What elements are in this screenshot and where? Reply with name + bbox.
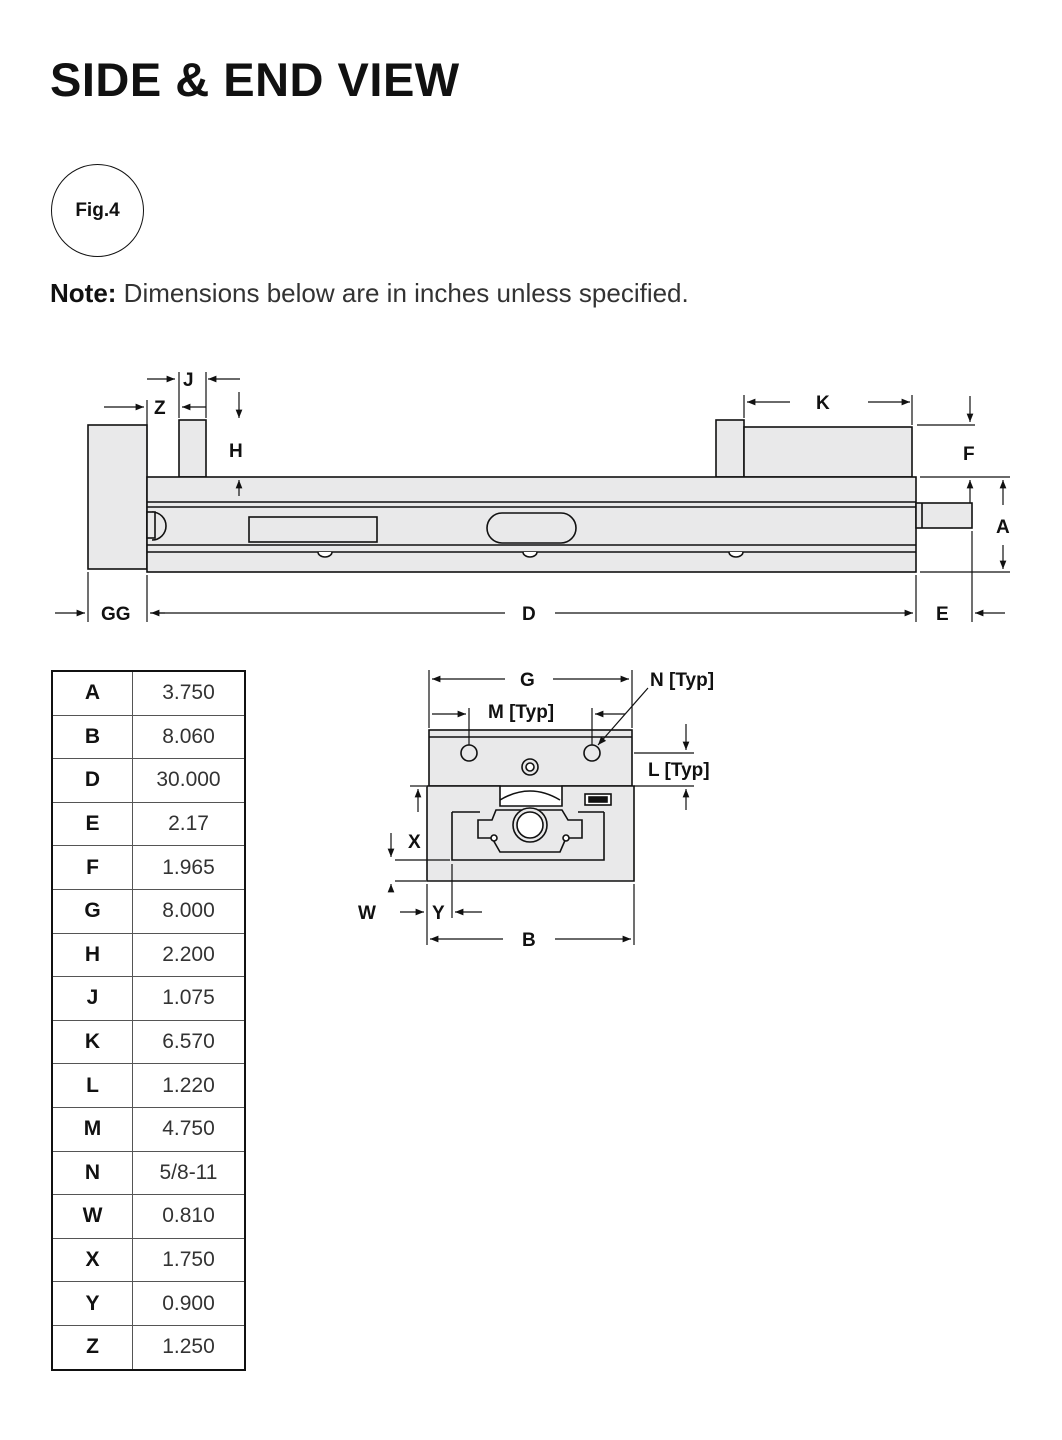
dimension-key: A: [51, 670, 133, 716]
label-M: M [Typ]: [488, 702, 554, 723]
fixed-jaw: [178, 419, 207, 478]
dimension-value: 2.200: [132, 932, 246, 978]
label-E: E: [936, 604, 949, 625]
dimension-key: Z: [51, 1324, 133, 1371]
screw-shaft: [915, 502, 973, 529]
label-A: A: [996, 517, 1010, 538]
dimension-key: H: [51, 932, 133, 978]
side-view-dimensions: [55, 372, 1010, 622]
label-G: G: [520, 670, 535, 691]
dimension-value: 1.750: [132, 1237, 246, 1283]
label-GG: GG: [101, 604, 131, 625]
left-end-cap: [146, 511, 156, 539]
side-end-block: [87, 424, 148, 570]
note: Note: Dimensions below are in inches unl…: [50, 278, 689, 309]
label-W: W: [358, 903, 376, 924]
dimension-value: 2.17: [132, 801, 246, 847]
note-text: Dimensions below are in inches unless sp…: [123, 278, 689, 308]
label-J: J: [183, 370, 194, 391]
end-view-dimensions: [387, 670, 694, 945]
label-N: N [Typ]: [650, 670, 714, 691]
dimension-key: D: [51, 758, 133, 803]
dimension-key: E: [51, 801, 133, 847]
jaw-housing: [743, 426, 913, 478]
dimension-key: W: [51, 1194, 133, 1239]
body-slot: [486, 512, 577, 544]
label-H: H: [229, 441, 243, 462]
label-Z: Z: [154, 398, 166, 419]
dimension-key: X: [51, 1237, 133, 1283]
dimension-value: 5/8-11: [132, 1150, 246, 1196]
end-jaw-block: [428, 729, 633, 787]
end-view: [426, 729, 635, 882]
dimension-key: M: [51, 1106, 133, 1152]
dimension-value: 6.570: [132, 1019, 246, 1065]
dimension-key: G: [51, 888, 133, 934]
label-B: B: [522, 930, 536, 951]
dimension-key: J: [51, 976, 133, 1021]
end-view-labels: G N [Typ] M [Typ] L [Typ] X W Y B: [358, 670, 714, 951]
label-D: D: [522, 604, 536, 625]
dimension-value: 3.750: [132, 670, 246, 716]
dimension-value: 1.965: [132, 845, 246, 890]
dimension-key: B: [51, 714, 133, 760]
dimension-value: 1.220: [132, 1063, 246, 1108]
movable-jaw: [715, 419, 745, 478]
dimension-key: L: [51, 1063, 133, 1108]
label-F: F: [963, 444, 975, 465]
dimension-value: 4.750: [132, 1106, 246, 1152]
dimension-value: 1.075: [132, 976, 246, 1021]
name-plate: [248, 516, 378, 543]
note-label: Note:: [50, 278, 117, 308]
label-Y: Y: [432, 903, 445, 924]
dimension-key: Y: [51, 1281, 133, 1326]
figure-badge: Fig.4: [51, 164, 144, 257]
dimension-value: 0.900: [132, 1281, 246, 1326]
page-title: SIDE & END VIEW: [50, 53, 460, 106]
dimension-key: K: [51, 1019, 133, 1065]
dimension-value: 0.810: [132, 1194, 246, 1239]
label-K: K: [816, 393, 830, 414]
dimension-key: F: [51, 845, 133, 890]
dimension-value: 8.000: [132, 888, 246, 934]
label-L: L [Typ]: [648, 760, 710, 781]
tapped-hole-right: [583, 744, 601, 762]
tapped-hole-left: [460, 744, 478, 762]
dimension-value: 30.000: [132, 758, 246, 803]
side-view: [87, 419, 973, 573]
dimension-value: 8.060: [132, 714, 246, 760]
dimension-value: 1.250: [132, 1324, 246, 1371]
side-view-labels: J Z H K F A GG D E: [101, 370, 1010, 625]
label-X: X: [408, 832, 421, 853]
dimension-key: N: [51, 1150, 133, 1196]
figure-label: Fig.4: [75, 199, 120, 221]
